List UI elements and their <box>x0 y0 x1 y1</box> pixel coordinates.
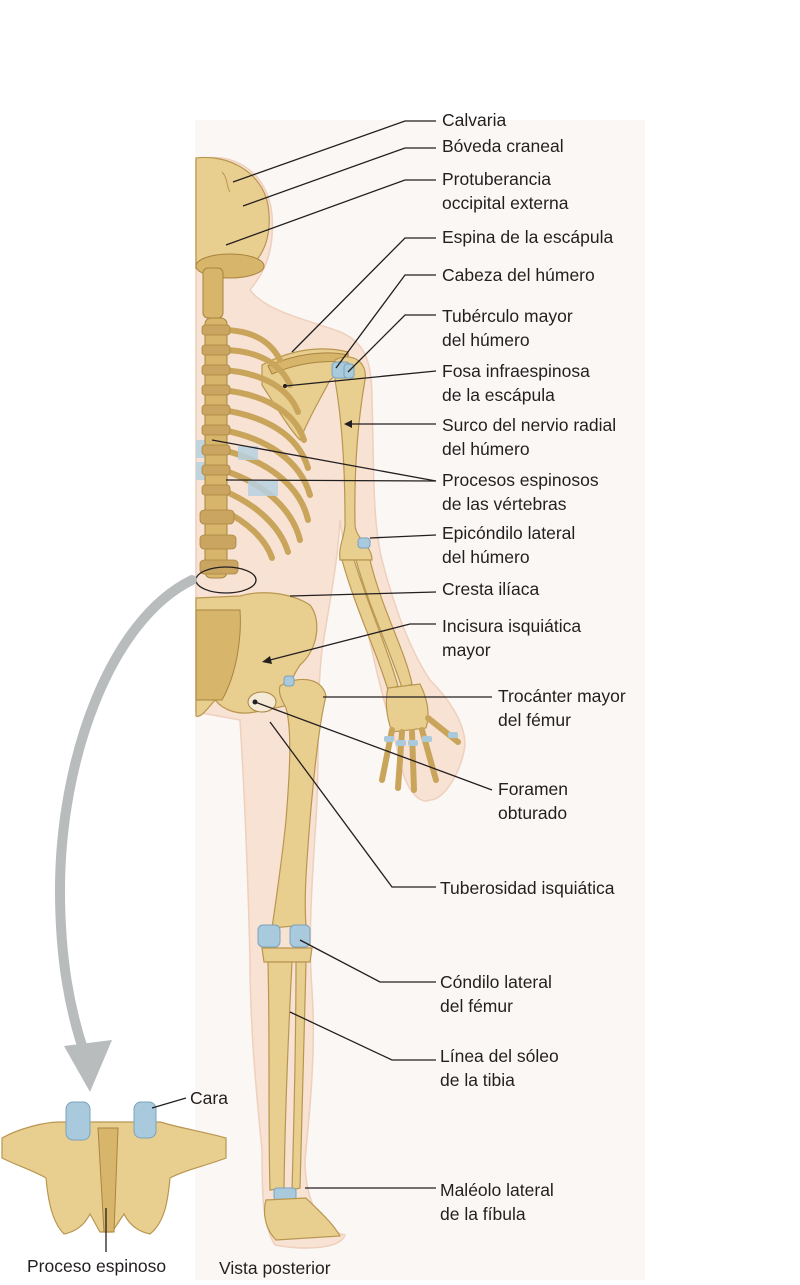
label-proceso-espinoso: Proceso espinoso <box>27 1256 166 1276</box>
label-calvaria: Calvaria <box>442 110 506 130</box>
femur-head-cartilage <box>283 675 295 687</box>
leader-lines <box>105 120 493 1252</box>
vertebral-column <box>199 317 239 579</box>
inset-vertebra <box>1 1101 227 1235</box>
label-espina-escapula: Espina de la escápula <box>442 227 613 247</box>
leader-points <box>252 384 352 705</box>
label-linea-2: de la tibia <box>440 1070 515 1090</box>
label-protuberancia-1: Protuberancia <box>442 169 551 189</box>
label-maleolo-2: de la fíbula <box>440 1204 526 1224</box>
label-tuberculo-2: del húmero <box>442 330 530 350</box>
label-incisura-1: Incisura isquiática <box>442 616 581 636</box>
label-vista-posterior: Vista posterior <box>219 1258 331 1278</box>
inset-facet-left <box>65 1101 91 1141</box>
label-foramen-1: Foramen <box>498 779 568 799</box>
sacrum <box>195 609 241 701</box>
label-maleolo-1: Maléolo lateral <box>440 1180 554 1200</box>
medial-condyle-cartilage <box>257 924 281 948</box>
label-foramen-2: obturado <box>498 803 567 823</box>
tibia-plateau <box>261 947 313 963</box>
label-condilo-1: Cóndilo lateral <box>440 972 552 992</box>
label-trocanter-1: Trocánter mayor <box>498 686 626 706</box>
label-boveda-craneal: Bóveda craneal <box>442 136 564 156</box>
zoom-arrow-head <box>64 1040 112 1092</box>
radius <box>341 559 399 691</box>
foot <box>263 1197 341 1241</box>
label-fosa-1: Fosa infraespinosa <box>442 361 590 381</box>
lateral-condyle-cartilage <box>289 924 311 948</box>
label-epicondilo-1: Epicóndilo lateral <box>442 523 575 543</box>
label-linea-1: Línea del sóleo <box>440 1046 559 1066</box>
fibula <box>291 961 307 1191</box>
label-protuberancia-2: occipital externa <box>442 193 569 213</box>
label-epicondilo-2: del húmero <box>442 547 530 567</box>
zoom-arrow <box>54 575 197 1057</box>
label-condilo-2: del fémur <box>440 996 513 1016</box>
cervical-spine <box>202 267 224 319</box>
label-surco-1: Surco del nervio radial <box>442 415 616 435</box>
label-cresta-iliaca: Cresta ilíaca <box>442 579 540 599</box>
label-cara: Cara <box>190 1088 228 1108</box>
label-trocanter-2: del fémur <box>498 710 571 730</box>
label-tuberculo-1: Tubérculo mayor <box>442 306 573 326</box>
label-procesos-1: Procesos espinosos <box>442 470 599 490</box>
hand <box>379 683 461 793</box>
body-silhouette <box>195 156 466 1249</box>
label-tuberosidad: Tuberosidad isquiática <box>440 878 615 898</box>
skull-suture <box>221 171 231 193</box>
label-procesos-2: de las vértebras <box>442 494 567 514</box>
elbow-cartilage <box>357 537 371 549</box>
inset-facet-right <box>133 1101 157 1139</box>
label-surco-2: del húmero <box>442 439 530 459</box>
label-cabeza-humero: Cabeza del húmero <box>442 265 595 285</box>
label-incisura-2: mayor <box>442 640 491 660</box>
obturator-foramen <box>247 691 277 713</box>
ulna <box>355 559 413 689</box>
label-fosa-2: de la escápula <box>442 385 555 405</box>
